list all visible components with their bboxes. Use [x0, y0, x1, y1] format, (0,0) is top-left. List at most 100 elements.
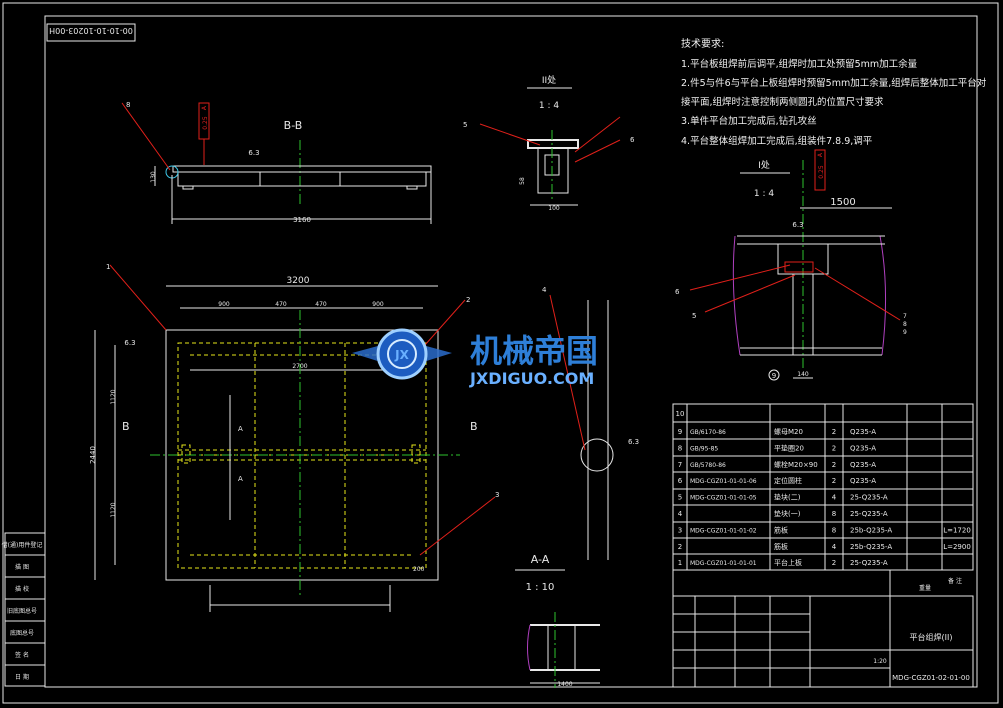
- tech-item-1: 1.平台板组焊前后调平,组焊时加工处预留5mm加工余量: [681, 58, 918, 70]
- bom-cell-qty: 2: [832, 477, 836, 485]
- bom-cell-idx: 4: [678, 510, 683, 518]
- bom-cell-idx: 7: [678, 461, 682, 469]
- view-detail1: I处 1 : 4 1500 0.25 A 6.3 6 5 7 8 9 9 140: [675, 149, 907, 381]
- title-scale: 1:20: [873, 658, 887, 665]
- bom-cell-idx: 5: [678, 494, 682, 502]
- view-aa-title: A-A: [531, 553, 550, 566]
- tech-item-4: 3.单件平台加工完成后,钻孔攻丝: [681, 115, 817, 127]
- strip-label-2: 描 图: [15, 563, 29, 571]
- view-bb-datum: A: [201, 105, 208, 110]
- plan-balloon-2: 2: [466, 296, 470, 304]
- bom-cell-code: GB/6170-86: [690, 429, 726, 436]
- strip-label-1: 借(通)用件登记: [2, 541, 43, 549]
- bom-cell-mat: 25b-Q235-A: [850, 543, 892, 551]
- title-part-name: 平台组焊(II): [910, 632, 953, 642]
- bom-header-index: 10: [676, 410, 685, 418]
- plan-dim-top-3: 470: [315, 301, 327, 308]
- detail1-tol: 0.25: [818, 165, 825, 179]
- view-bb-balloon: 8: [126, 101, 130, 109]
- detail2-title: II处: [542, 74, 556, 86]
- bom-cell-name: 螺栓M20×90: [774, 460, 818, 469]
- detail2-label-5: 5: [463, 121, 467, 129]
- view-aa-rough: 6.3: [628, 438, 639, 446]
- detail1-dim-bottom: 140: [797, 371, 809, 378]
- view-aa-balloon: 4: [542, 286, 547, 294]
- drawing-number-text: 00-10-10-10203-00H: [49, 26, 133, 35]
- watermark-url: JXDIGUO.COM: [469, 369, 594, 388]
- bom-cell-mat: 25-Q235-A: [850, 494, 888, 502]
- bom-cell-name: 平垫圈20: [774, 443, 804, 452]
- plan-section-b-right: B: [470, 420, 478, 433]
- detail1-label-9: 9: [903, 329, 907, 336]
- bom-cell-name: 定位圆柱: [774, 476, 802, 485]
- bom-cell-idx: 1: [678, 559, 682, 567]
- bom-cell-name: 螺母M20: [774, 427, 803, 436]
- bom-cell-qty: 2: [832, 461, 836, 469]
- inner-frame: [44, 15, 978, 688]
- bom-cell-qty: 8: [832, 526, 836, 534]
- plan-section-b-left: B: [122, 420, 130, 433]
- detail1-label-6: 6: [675, 288, 680, 296]
- plan-view: 3200 900 470 470 900 2700 2440 1120 1120…: [89, 263, 499, 612]
- bom-cell-mat: 25-Q235-A: [850, 559, 888, 567]
- bom-table: 10: [672, 403, 974, 571]
- bom-cell-idx: 9: [678, 428, 682, 436]
- tech-requirements: 技术要求: 1.平台板组焊前后调平,组焊时加工处预留5mm加工余量 2.件5与件…: [681, 37, 987, 147]
- detail2-label-6: 6: [630, 136, 635, 144]
- watermark-logo: JX: [394, 348, 409, 362]
- bom-cell-mat: 25-Q235-A: [850, 510, 888, 518]
- strip-label-5: 底图总号: [10, 629, 34, 637]
- strip-label-6: 签 名: [15, 651, 29, 659]
- strip-label-7: 日 期: [15, 673, 29, 681]
- view-bb-rough: 6.3: [248, 149, 259, 157]
- detail2-dim-left: 58: [519, 177, 526, 185]
- plan-section-a-bottom: A: [238, 475, 243, 483]
- bom-cell-qty: 8: [832, 510, 836, 518]
- bom-cell-mat: Q235-A: [850, 428, 876, 436]
- bom-rows: 9 GB/6170-86 螺母M20 2 Q235-A 8 GB/95-85 平垫圈20 2 Q2…: [678, 427, 971, 567]
- detail1-datum-symbol: 9: [772, 372, 776, 380]
- view-bb-title: B-B: [284, 119, 303, 132]
- bom-cell-name: 平台上板: [774, 558, 802, 567]
- bom-cell-code: MDG-CGZ01-01-01-06: [690, 478, 757, 485]
- bom-cell-idx: 2: [678, 543, 682, 551]
- detail1-rough: 6.3: [792, 221, 803, 229]
- bom-cell-mat: 25b-Q235-A: [850, 526, 892, 534]
- tech-item-2: 2.件5与件6与平台上板组焊时预留5mm加工余量,组焊后整体加工平台对: [681, 77, 987, 89]
- tech-title: 技术要求:: [681, 37, 724, 50]
- view-aa: A-A 1 : 10 1400 4 6.3: [515, 286, 639, 688]
- detail1-dim: 1500: [830, 197, 855, 208]
- bom-cell-qty: 4: [832, 494, 837, 502]
- view-detail2: II处 1 : 4 100 58 5 6: [463, 74, 635, 212]
- bom-cell-code: MDG-CGZ01-01-01-05: [690, 495, 757, 502]
- bom-cell-name: 垫块(二): [774, 493, 801, 502]
- bom-cell-qty: 4: [832, 543, 837, 551]
- detail2-dim-width: 100: [548, 205, 560, 212]
- plan-dim-top-2: 470: [275, 301, 287, 308]
- tech-item-3: 接平面,组焊时注意控制两侧圆孔的位置尺寸要求: [681, 96, 884, 108]
- title-drawing-no: MDG-CGZ01-02-01-00: [892, 674, 970, 682]
- plan-balloon-3: 3: [495, 491, 499, 499]
- view-bb-dim-total: 3160: [293, 216, 311, 224]
- detail1-label-5: 5: [692, 312, 696, 320]
- title-block: 平台组焊(II) MDG-CGZ01-02-01-00 1:20 备 注 重量: [672, 570, 974, 688]
- view-bb-dim-height: 130: [150, 171, 157, 183]
- watermark-name: 机械帝国: [470, 332, 598, 370]
- detail1-datum: A: [817, 152, 824, 157]
- bom-cell-name: 筋板: [774, 542, 788, 551]
- detail2-scale: 1 : 4: [539, 101, 559, 111]
- plan-dim-bottom-right: 200: [413, 566, 425, 573]
- bom-cell-note: L=2900: [943, 543, 971, 551]
- plan-dim-top-1: 900: [218, 301, 230, 308]
- bom-cell-code: GB/95-85: [690, 445, 718, 452]
- bom-cell-mat: Q235-A: [850, 444, 876, 452]
- plan-section-a-top: A: [238, 425, 243, 433]
- bom-cell-idx: 8: [678, 444, 682, 452]
- detail1-label-8: 8: [903, 321, 907, 328]
- plan-dim-left-total: 2440: [89, 446, 97, 464]
- bom-cell-idx: 3: [678, 526, 682, 534]
- bom-cell-code: MDG-CGZ01-01-01-01: [690, 560, 757, 567]
- plan-dim-left-2: 1120: [110, 502, 117, 517]
